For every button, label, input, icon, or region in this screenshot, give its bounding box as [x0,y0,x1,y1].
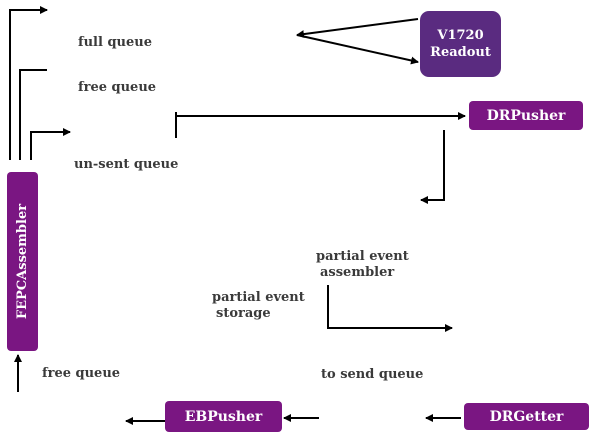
fepcassembler-label: FEPCAssembler [15,203,31,320]
arrow-from-v1720 [296,18,419,39]
free-queue-bottom-label: free queue [42,366,121,381]
readout-label: Readout [430,45,491,60]
unsent-queue-label: un-sent queue [74,157,179,172]
drpusher-label: DRPusher [486,107,566,124]
drgetter-label: DRGetter [489,408,564,425]
arrow-drpusher-down [420,130,445,204]
v1720-label: V1720 [437,28,484,43]
partial-event-storage-label-line2: storage [216,306,271,321]
drgetter-box: DRGetter [464,403,589,430]
arrow-assembler-out [327,285,453,332]
full-queue-label: full queue [78,35,152,50]
partial-event-assembler-label-line1: partial event [316,249,409,264]
arrow-fepc-to-full-queue [9,6,48,160]
arrow-to-v1720 [296,34,419,65]
arrow-fepc-to-free-queue [19,69,47,160]
ebpusher-label: EBPusher [184,408,263,425]
arrow-fepc-to-unsent-queue [30,128,71,160]
fepcassembler-box: FEPCAssembler [7,172,38,351]
ebpusher-box: EBPusher [165,401,282,432]
drpusher-box: DRPusher [469,101,583,130]
v1720-readout-box: V1720 Readout [420,11,501,77]
partial-event-assembler-label-line2: assembler [320,265,395,280]
partial-event-storage-label-line1: partial event [212,290,305,305]
free-queue-top-label: free queue [78,80,157,95]
to-send-queue-label: to send queue [321,367,424,382]
